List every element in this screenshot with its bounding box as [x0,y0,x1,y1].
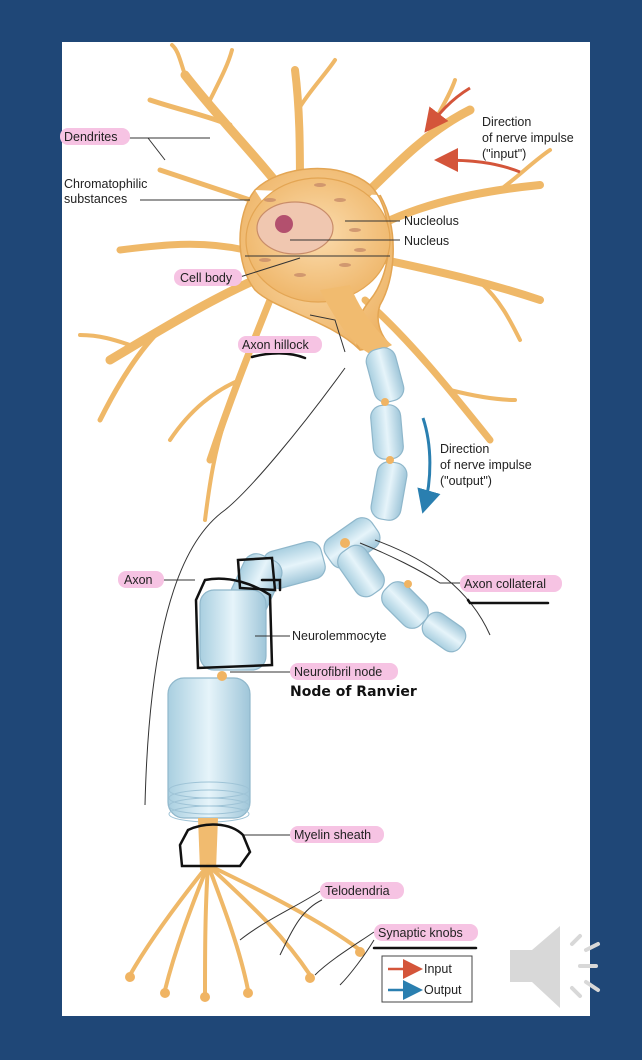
label-telodendria: Telodendria [325,884,390,898]
label-neurolemmocyte: Neurolemmocyte [292,629,387,643]
output-arrow [417,417,441,514]
input-arrow-1 [424,86,471,133]
label-neurofibril-node: Neurofibril node [294,665,382,679]
label-direction-input-2: of nerve impulse [482,131,574,145]
label-nucleolus: Nucleolus [404,214,459,228]
nucleus-shape [256,201,334,255]
label-nucleus: Nucleus [404,234,449,248]
label-direction-input-1: Direction [482,115,531,129]
input-arrow-2 [434,148,521,174]
legend-input: Input [424,962,452,976]
label-synaptic-knobs: Synaptic knobs [378,926,463,940]
annotation-node-of-ranvier: Node of Ranvier [290,684,417,700]
nodes [217,398,412,681]
leader-lines [128,137,491,986]
label-axon-collateral: Axon collateral [464,577,546,591]
label-axon-hillock: Axon hillock [242,338,309,352]
labels: Dendrites Chromatophilic substances Nucl… [60,115,574,941]
label-direction-output-3: ("output") [440,474,492,488]
nucleolus-shape [275,215,293,233]
label-chromatophilic-2: substances [64,192,127,206]
label-axon: Axon [124,573,153,587]
label-myelin-sheath: Myelin sheath [294,828,371,842]
label-chromatophilic-1: Chromatophilic [64,177,147,191]
axon-segments [167,347,467,819]
telodendria-branches [128,863,362,997]
speaker-icon[interactable] [510,926,600,1008]
label-direction-output-2: of nerve impulse [440,458,532,472]
synaptic-knob-dots [125,947,365,1002]
dendrites [78,43,552,522]
myelin-wraps [168,781,250,823]
hand-annotations [178,352,550,950]
legend-output: Output [424,983,462,997]
hillock-shape [320,285,392,355]
legend: Input Output [381,955,473,1003]
label-direction-output-1: Direction [440,442,489,456]
label-cell-body: Cell body [180,271,233,285]
axon-trunk [198,818,218,870]
chromatophilic-bits [259,183,366,277]
label-dendrites: Dendrites [64,130,118,144]
label-direction-input-3: ("input") [482,147,526,161]
